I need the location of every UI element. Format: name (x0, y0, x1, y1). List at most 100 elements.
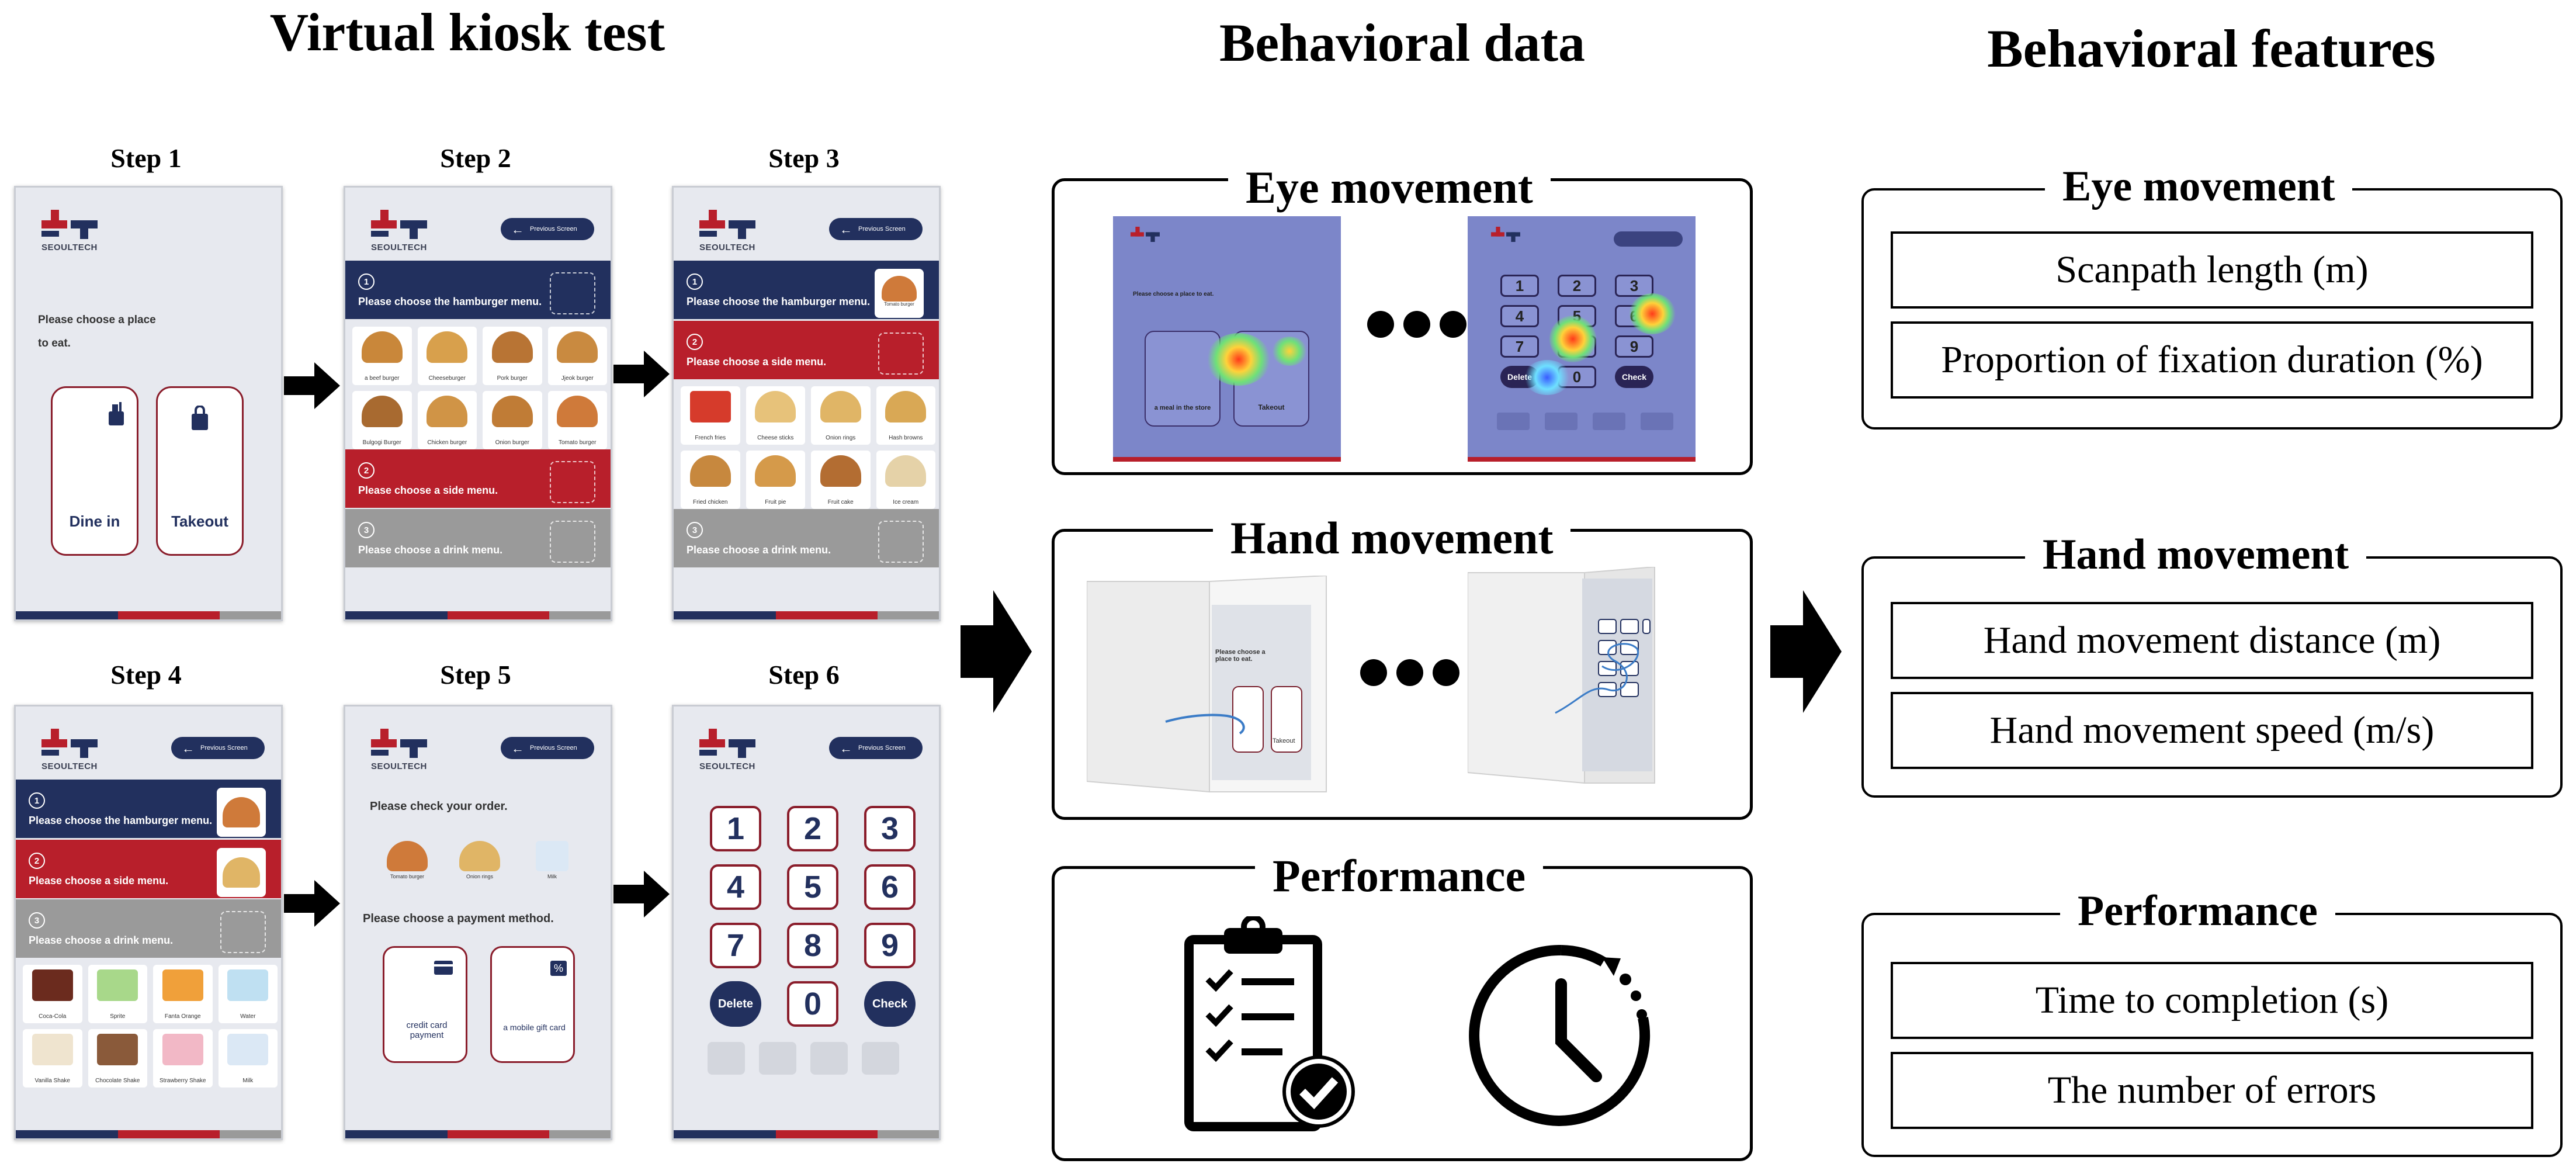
order-item: Milk (525, 841, 579, 888)
credit-card-button[interactable]: credit card payment (383, 946, 467, 1063)
dine-in-button[interactable]: Dine in (51, 386, 138, 556)
menu-item[interactable]: Hash browns (876, 386, 935, 445)
takeout-label: Takeout (171, 512, 228, 530)
card-icon (434, 961, 453, 975)
hand-movement-features-title: Hand movement (2025, 533, 2367, 576)
previous-screen-button[interactable]: ←Previous Screen (829, 218, 923, 240)
arrow-right-icon (284, 880, 340, 927)
selected-side-thumb (217, 848, 266, 897)
hand-3d-kiosk-2 (1468, 567, 1655, 784)
menu-item[interactable]: Chicken burger (417, 391, 477, 449)
menu-item[interactable]: Cheeseburger (417, 327, 477, 385)
menu-item[interactable]: Ice cream (876, 451, 935, 509)
order-item: Onion rings (453, 841, 507, 888)
hand-speed-feature: Hand movement speed (m/s) (1891, 692, 2533, 769)
previous-screen-button[interactable]: ←Previous Screen (501, 218, 594, 240)
behavioral-features-title: Behavioral features (1987, 19, 2436, 78)
arrow-left-icon: ← (840, 222, 852, 237)
key-4[interactable]: 4 (710, 864, 761, 910)
menu-item[interactable]: Coca-Cola (23, 965, 82, 1023)
previous-screen-button[interactable]: ←Previous Screen (171, 737, 265, 759)
clipboard-checklist-icon (1184, 916, 1355, 1131)
menu-item[interactable]: Tomato burger (547, 391, 607, 449)
step-1-label: Step 1 (110, 143, 182, 173)
tray-icon (108, 402, 127, 427)
seoultech-logo (1491, 227, 1520, 242)
side-band: 2 Please choose a side menu. (345, 449, 611, 508)
gift-card-button[interactable]: % a mobile gift card (490, 946, 575, 1063)
menu-item[interactable]: Pork burger (483, 327, 542, 385)
key-8[interactable]: 8 (787, 923, 838, 968)
selection-slot (878, 333, 924, 375)
previous-screen-button[interactable]: ←Previous Screen (501, 737, 594, 759)
choose-payment-text: Please choose a payment method. (363, 912, 554, 925)
menu-item[interactable]: Sprite (88, 965, 147, 1023)
menu-item[interactable]: Water (218, 965, 278, 1023)
menu-item[interactable]: Cheese sticks (746, 386, 805, 445)
fixation-hotspot (1629, 293, 1676, 334)
selection-slot (220, 911, 266, 953)
seoultech-logo (1131, 227, 1160, 242)
prompt-line-2: to eat. (38, 337, 71, 349)
selected-burger-thumb (217, 788, 266, 837)
kiosk-section-title: Virtual kiosk test (269, 2, 665, 62)
performance-features-title: Performance (2060, 889, 2335, 933)
performance-data-panel (1052, 866, 1753, 1161)
fixation-hotspot (1206, 333, 1271, 386)
heatmap-dine-button: a meal in the store (1145, 331, 1221, 427)
kiosk-screen-step-3: SEOULTECH ←Previous Screen 1 Please choo… (672, 186, 941, 621)
key-7[interactable]: 7 (710, 923, 761, 968)
step-6-label: Step 6 (768, 660, 840, 690)
delete-key[interactable]: Delete (710, 981, 761, 1027)
arrow-right-icon (284, 362, 340, 409)
menu-item[interactable]: Chocolate Shake (88, 1029, 147, 1088)
menu-item[interactable]: Fanta Orange (153, 965, 213, 1023)
arrow-left-icon: ← (511, 222, 524, 237)
key-9[interactable]: 9 (864, 923, 916, 968)
arrow-right-icon (613, 871, 670, 917)
menu-item[interactable]: Fried chicken (681, 451, 740, 509)
check-key[interactable]: Check (864, 981, 916, 1027)
menu-item[interactable]: Fruit cake (811, 451, 871, 509)
code-slots (708, 1042, 899, 1075)
arrow-left-icon: ← (840, 741, 852, 756)
fixation-hotspot (1549, 316, 1596, 362)
menu-item[interactable]: a beef burger (352, 327, 412, 385)
seoultech-logo: SEOULTECH (699, 210, 755, 252)
burger-grid: a beef burger Cheeseburger Pork burger J… (352, 327, 607, 449)
credit-card-label: credit card payment (406, 1020, 448, 1040)
selection-slot (550, 521, 595, 563)
menu-item[interactable]: Bulgogi Burger (352, 391, 412, 449)
menu-item[interactable]: Onion rings (811, 386, 871, 445)
menu-item[interactable]: Onion burger (483, 391, 542, 449)
key-2[interactable]: 2 (787, 806, 838, 851)
menu-item[interactable]: Milk (218, 1029, 278, 1088)
kiosk-screen-step-5: SEOULTECH ←Previous Screen Please check … (344, 705, 612, 1140)
heatmap-prompt: Please choose a place to eat. (1133, 291, 1214, 297)
takeout-button[interactable]: Takeout (156, 386, 244, 556)
eye-heatmap-screen-1: Please choose a place to eat. a meal in … (1113, 216, 1341, 462)
seoultech-logo: SEOULTECH (371, 729, 427, 771)
keypad: 1 2 3 4 5 6 7 8 9 Delete 0 Check (710, 806, 916, 1027)
drink-band: 3 Please choose a drink menu. (345, 509, 611, 567)
key-1[interactable]: 1 (710, 806, 761, 851)
selection-slot (550, 461, 595, 503)
key-3[interactable]: 3 (864, 806, 916, 851)
previous-screen-button[interactable]: ←Previous Screen (829, 737, 923, 759)
selection-slot (878, 521, 924, 563)
key-0[interactable]: 0 (787, 981, 838, 1027)
menu-item[interactable]: Strawberry Shake (153, 1029, 213, 1088)
step-2-label: Step 2 (440, 143, 511, 173)
menu-item[interactable]: French fries (681, 386, 740, 445)
menu-item[interactable]: Vanilla Shake (23, 1029, 82, 1088)
kiosk-screen-step-2: SEOULTECH ←Previous Screen 1 Please choo… (344, 186, 612, 621)
menu-item[interactable]: Jjeok burger (547, 327, 607, 385)
hamburger-band: 1 Please choose the hamburger menu. (345, 261, 611, 319)
eye-heatmap-screen-2: 1 2 3 4 5 6 7 8 9 Delete 0 Check (1468, 216, 1696, 462)
check-order-text: Please check your order. (370, 800, 508, 813)
arrow-right-icon (1770, 590, 1842, 713)
menu-item[interactable]: Fruit pie (746, 451, 805, 509)
key-6[interactable]: 6 (864, 864, 916, 910)
key-5[interactable]: 5 (787, 864, 838, 910)
ellipsis-icon (1367, 311, 1466, 338)
